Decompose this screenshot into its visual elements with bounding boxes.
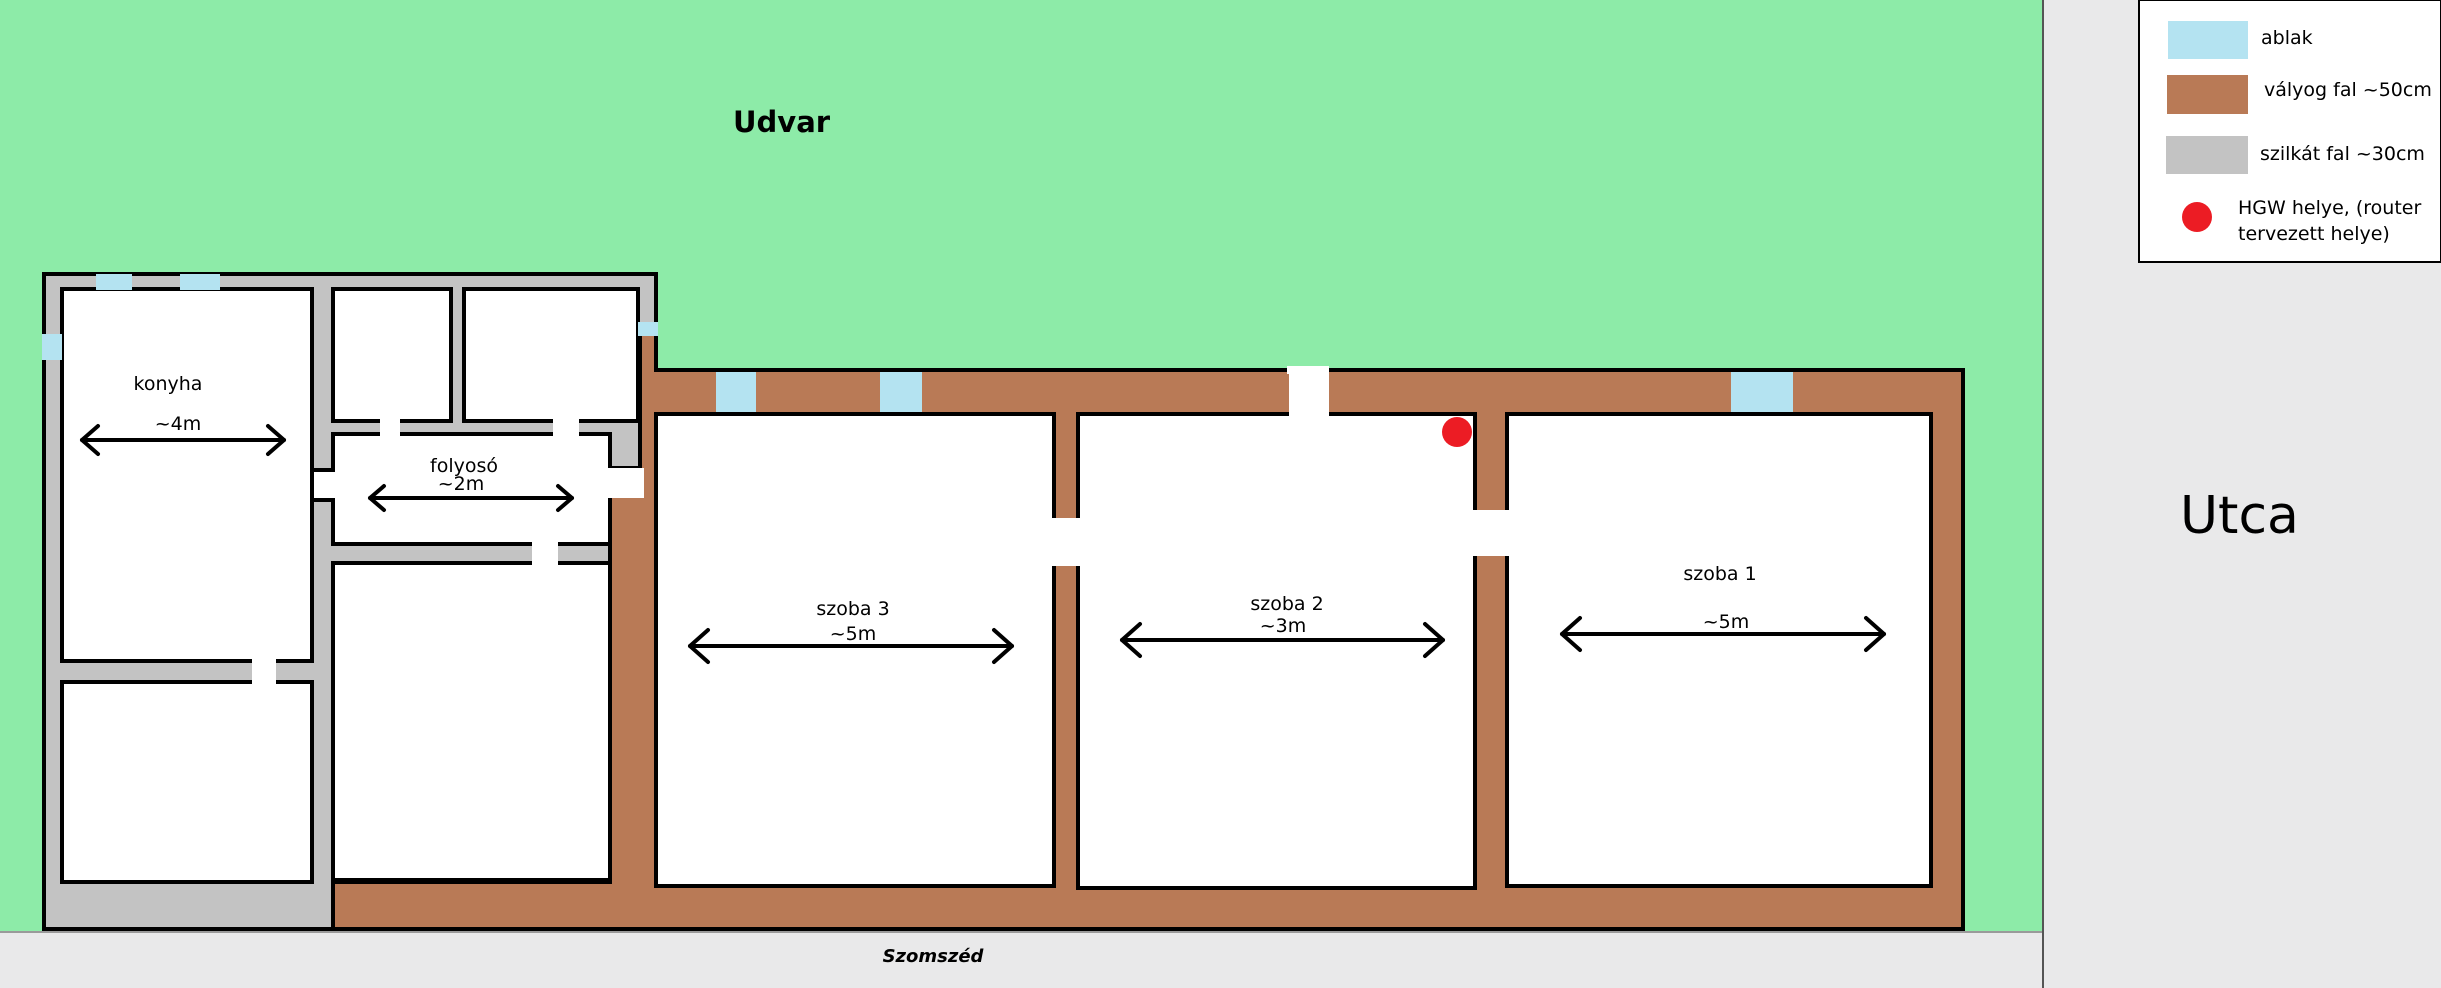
window [716, 372, 756, 412]
adobe-rooms [654, 412, 1933, 890]
room1-width: ~5m [1703, 611, 1750, 633]
corridor-width: ~2m [438, 473, 485, 495]
room3-floor [654, 412, 1056, 888]
small-room-2-floor [462, 287, 640, 423]
west-wing-rooms [60, 287, 640, 884]
pantry-floor [60, 680, 314, 884]
neighbor-area [0, 932, 2043, 988]
legend-window-label: ablak [2261, 27, 2313, 49]
legend-adobe-label: vályog fal ~50cm [2264, 79, 2432, 101]
legend-brick-label: szilkát fal ~30cm [2260, 143, 2425, 165]
window [1731, 372, 1793, 412]
corridor-name: folyosó [430, 455, 498, 477]
legend-window-swatch [2168, 21, 2248, 59]
corridor-dimension-arrow [368, 484, 574, 512]
yard-label: Udvar [733, 105, 831, 139]
window [638, 322, 658, 336]
legend: ablak vályog fal ~50cm szilkát fal ~30cm… [2138, 0, 2441, 263]
window [880, 372, 922, 412]
kitchen-floor [60, 287, 314, 663]
kitchen-dimension-arrow [80, 424, 286, 456]
window [42, 334, 62, 360]
legend-hgw-swatch [2182, 202, 2212, 232]
window [96, 274, 132, 290]
kitchen-width: ~4m [155, 413, 202, 435]
room2-name: szoba 2 [1250, 593, 1323, 615]
room3-width: ~5m [830, 623, 877, 645]
room2-dimension-arrow [1120, 622, 1445, 658]
legend-hgw-label-line2: tervezett helye) [2238, 223, 2390, 245]
street-label: Utca [2180, 486, 2299, 546]
small-room-1-floor [331, 287, 453, 423]
window [180, 274, 220, 290]
neighbor-label: Szomszéd [883, 946, 985, 967]
room3-dimension-arrow [688, 628, 1014, 664]
front-door-gap [1287, 366, 1329, 374]
room3-name: szoba 3 [816, 598, 889, 620]
kitchen-name: konyha [134, 373, 203, 395]
legend-brick-swatch [2166, 136, 2248, 174]
room2-width: ~3m [1260, 615, 1307, 637]
room1-name: szoba 1 [1683, 563, 1756, 585]
room2-floor [1076, 412, 1477, 890]
back-room-floor [331, 561, 612, 882]
legend-adobe-swatch [2167, 75, 2248, 114]
room1-dimension-arrow [1560, 616, 1886, 652]
hgw-marker [1442, 417, 1472, 447]
legend-hgw-label-line1: HGW helye, (router [2238, 197, 2421, 219]
